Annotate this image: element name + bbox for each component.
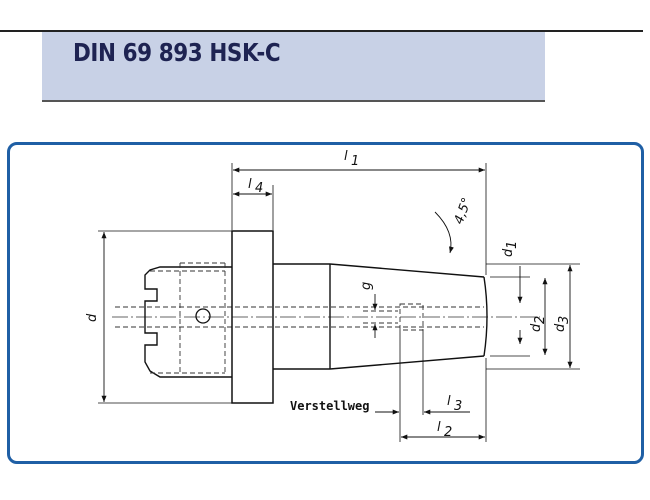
label-adjustment: Verstellweg	[290, 399, 369, 413]
label-d1: d	[501, 248, 516, 257]
label-l4: l	[248, 177, 252, 192]
technical-drawing-frame	[7, 142, 644, 464]
flange	[231, 230, 274, 404]
label-l4-sub: 4	[255, 181, 263, 196]
hsk-shank	[144, 266, 232, 378]
dimension-arrows	[101, 167, 573, 440]
label-angle: 4,5°	[452, 196, 475, 227]
label-g: g	[359, 282, 374, 290]
label-l1-sub: 1	[351, 154, 359, 169]
label-d2-sub: 2	[533, 316, 548, 324]
label-d3: d	[553, 323, 568, 332]
label-d1-sub: 1	[505, 241, 520, 249]
label-d2: d	[529, 323, 544, 332]
label-d3-sub: 3	[557, 316, 572, 324]
label-l1: l	[344, 149, 348, 164]
label-d: d	[85, 313, 100, 322]
taper	[329, 263, 488, 370]
label-l2: l	[437, 420, 441, 435]
page-title: DIN 69 893 HSK-C	[73, 38, 281, 67]
label-l3: l	[447, 394, 451, 409]
bore-hidden-lines	[355, 303, 484, 331]
extension-lines	[98, 163, 580, 442]
header-underline	[42, 100, 545, 102]
header-banner	[42, 32, 545, 101]
shank-hole	[195, 308, 211, 324]
neck	[273, 263, 331, 370]
shank-hidden-lines	[115, 262, 355, 374]
label-l3-sub: 3	[454, 399, 462, 414]
top-rule	[0, 30, 643, 32]
label-l2-sub: 2	[444, 425, 452, 440]
